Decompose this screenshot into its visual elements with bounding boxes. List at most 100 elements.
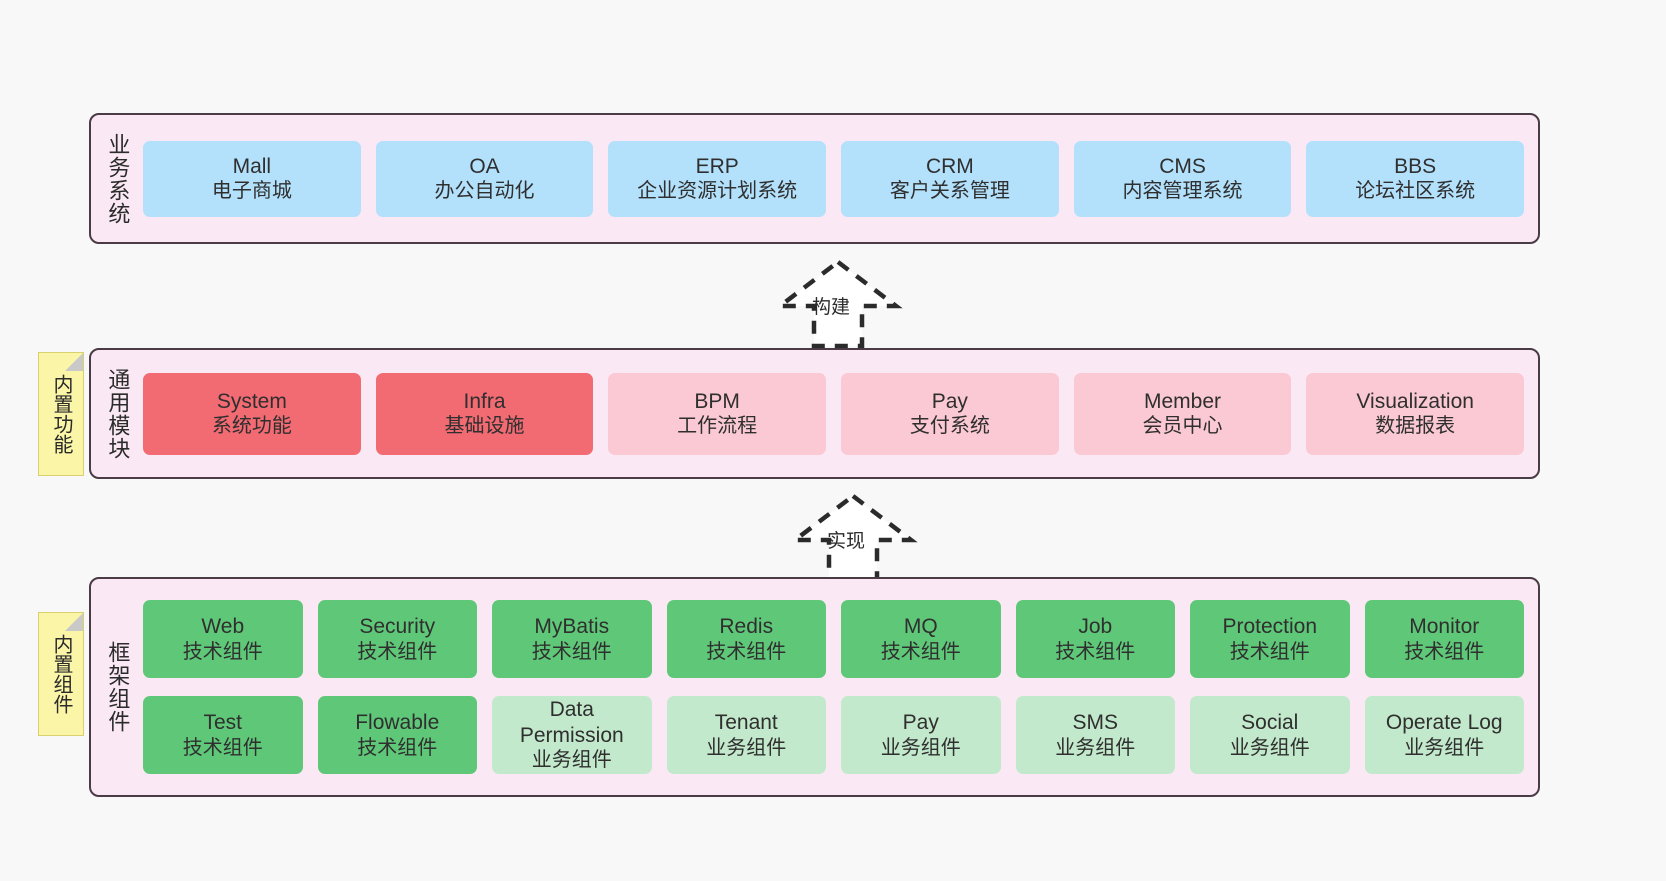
- card-title-en: System: [216, 389, 287, 413]
- card-title-cn: 业务组件: [531, 749, 612, 772]
- layer-business-system[interactable]: 业务系统 Mall 电子商城 OA 办公自动化 ERP 企业资源计划系统 CRM…: [89, 113, 1540, 244]
- note-builtin-components: 内置组件: [38, 612, 84, 736]
- card-title-en: BPM: [694, 389, 740, 413]
- card-erp[interactable]: ERP 企业资源计划系统: [608, 140, 827, 217]
- card-visualization[interactable]: Visualization 数据报表: [1306, 372, 1525, 455]
- connector-implement-label: 实现: [827, 531, 866, 552]
- card-title-cn: 技术组件: [706, 640, 787, 663]
- card-job[interactable]: Job 技术组件: [1015, 600, 1175, 678]
- card-title-en: Tenant: [714, 711, 778, 734]
- card-title-cn: 技术组件: [357, 640, 438, 663]
- card-title-cn: 业务组件: [1404, 736, 1485, 759]
- card-title-cn: 工作流程: [677, 415, 758, 438]
- card-title-en: MyBatis: [534, 615, 610, 638]
- card-title-en: Visualization: [1356, 389, 1474, 413]
- card-title-en: Infra: [463, 389, 506, 413]
- connector-build-label: 构建: [812, 297, 851, 318]
- card-title-en: CMS: [1159, 154, 1206, 178]
- card-security[interactable]: Security 技术组件: [317, 600, 477, 678]
- card-row: Test 技术组件 Flowable 技术组件 Data Permission …: [143, 696, 1524, 774]
- card-title-en: Member: [1144, 389, 1222, 413]
- layer-framework-components-body: Web 技术组件 Security 技术组件 MyBatis 技术组件 Redi…: [143, 579, 1538, 795]
- card-title-cn: 技术组件: [1055, 640, 1136, 663]
- card-protection[interactable]: Protection 技术组件: [1190, 600, 1350, 678]
- card-title-cn: 技术组件: [182, 736, 263, 759]
- card-social[interactable]: Social 业务组件: [1190, 696, 1350, 774]
- layer-business-system-body: Mall 电子商城 OA 办公自动化 ERP 企业资源计划系统 CRM 客户关系…: [143, 115, 1538, 242]
- connector-build: [750, 258, 920, 349]
- card-title-cn: 企业资源计划系统: [637, 180, 798, 203]
- card-title-cn: 电子商城: [211, 180, 292, 203]
- card-row: System 系统功能 Infra 基础设施 BPM 工作流程 Pay 支付系统…: [143, 372, 1525, 455]
- card-title-en: ERP: [695, 154, 739, 178]
- card-title-en: Test: [203, 711, 242, 734]
- card-title-cn: 业务组件: [706, 736, 787, 759]
- generalization-arrow-icon: [773, 259, 903, 349]
- card-title-cn: 业务组件: [1229, 736, 1310, 759]
- card-pay[interactable]: Pay 支付系统: [841, 372, 1059, 455]
- card-mall[interactable]: Mall 电子商城: [143, 140, 361, 217]
- card-pay-biz[interactable]: Pay 业务组件: [841, 696, 1001, 774]
- card-title-cn: 技术组件: [1404, 640, 1485, 663]
- layer-common-modules[interactable]: 通用模块 System 系统功能 Infra 基础设施 BPM 工作流程 Pay…: [89, 348, 1540, 479]
- card-member[interactable]: Member 会员中心: [1073, 372, 1292, 455]
- layer-framework-components-title: 框架组件: [105, 641, 131, 733]
- card-title-en: CRM: [925, 154, 974, 178]
- card-mybatis[interactable]: MyBatis 技术组件: [492, 600, 652, 678]
- card-test[interactable]: Test 技术组件: [143, 696, 303, 774]
- layer-framework-components[interactable]: 框架组件 Web 技术组件 Security 技术组件 MyBatis 技术组件…: [89, 577, 1540, 797]
- card-title-en: Job: [1078, 615, 1113, 638]
- card-title-en: Security: [359, 615, 436, 638]
- card-title-cn: 技术组件: [880, 640, 961, 663]
- card-title-en: Monitor: [1409, 615, 1480, 638]
- card-system[interactable]: System 系统功能: [143, 372, 361, 455]
- card-title-cn: 技术组件: [357, 736, 438, 759]
- card-title-cn: 业务组件: [880, 736, 961, 759]
- card-cms[interactable]: CMS 内容管理系统: [1073, 140, 1292, 217]
- card-title-en: Operate Log: [1385, 711, 1503, 734]
- card-title-en: Data Permission: [519, 698, 624, 747]
- card-title-cn: 技术组件: [531, 640, 612, 663]
- card-title-en: Pay: [902, 711, 939, 734]
- card-operate-log[interactable]: Operate Log 业务组件: [1364, 696, 1524, 774]
- layer-common-modules-body: System 系统功能 Infra 基础设施 BPM 工作流程 Pay 支付系统…: [143, 350, 1538, 477]
- card-sms[interactable]: SMS 业务组件: [1015, 696, 1175, 774]
- card-title-en: Flowable: [355, 711, 440, 734]
- card-title-en: Mall: [232, 154, 272, 178]
- card-title-cn: 论坛社区系统: [1355, 180, 1476, 203]
- card-title-cn: 客户关系管理: [889, 180, 1010, 203]
- card-oa[interactable]: OA 办公自动化: [375, 140, 594, 217]
- card-title-en: Protection: [1222, 615, 1318, 638]
- card-title-en: Redis: [719, 615, 774, 638]
- card-crm[interactable]: CRM 客户关系管理: [841, 140, 1059, 217]
- card-monitor[interactable]: Monitor 技术组件: [1364, 600, 1524, 678]
- card-title-cn: 办公自动化: [434, 180, 535, 203]
- card-title-en: MQ: [903, 615, 938, 638]
- card-title-cn: 技术组件: [1229, 640, 1310, 663]
- card-title-en: BBS: [1394, 154, 1437, 178]
- card-infra[interactable]: Infra 基础设施: [375, 372, 594, 455]
- card-mq[interactable]: MQ 技术组件: [841, 600, 1001, 678]
- card-title-en: Social: [1241, 711, 1299, 734]
- card-row: Web 技术组件 Security 技术组件 MyBatis 技术组件 Redi…: [143, 600, 1524, 678]
- card-flowable[interactable]: Flowable 技术组件: [317, 696, 477, 774]
- card-tenant[interactable]: Tenant 业务组件: [666, 696, 826, 774]
- card-title-cn: 技术组件: [182, 640, 263, 663]
- card-bbs[interactable]: BBS 论坛社区系统: [1306, 140, 1525, 217]
- layer-common-modules-title: 通用模块: [105, 367, 131, 460]
- card-title-cn: 会员中心: [1142, 415, 1223, 438]
- card-bpm[interactable]: BPM 工作流程: [608, 372, 827, 455]
- card-row: Mall 电子商城 OA 办公自动化 ERP 企业资源计划系统 CRM 客户关系…: [143, 140, 1525, 217]
- card-title-cn: 支付系统: [909, 415, 990, 438]
- card-title-cn: 数据报表: [1375, 415, 1456, 438]
- card-title-cn: 基础设施: [444, 415, 525, 438]
- card-title-en: Pay: [931, 389, 968, 413]
- card-title-cn: 系统功能: [211, 415, 292, 438]
- card-title-cn: 内容管理系统: [1122, 180, 1243, 203]
- card-title-en: Web: [201, 615, 245, 638]
- card-redis[interactable]: Redis 技术组件: [666, 600, 826, 678]
- card-web[interactable]: Web 技术组件: [143, 600, 303, 678]
- layer-business-system-title: 业务系统: [105, 132, 131, 225]
- card-data-permission[interactable]: Data Permission 业务组件: [492, 696, 652, 774]
